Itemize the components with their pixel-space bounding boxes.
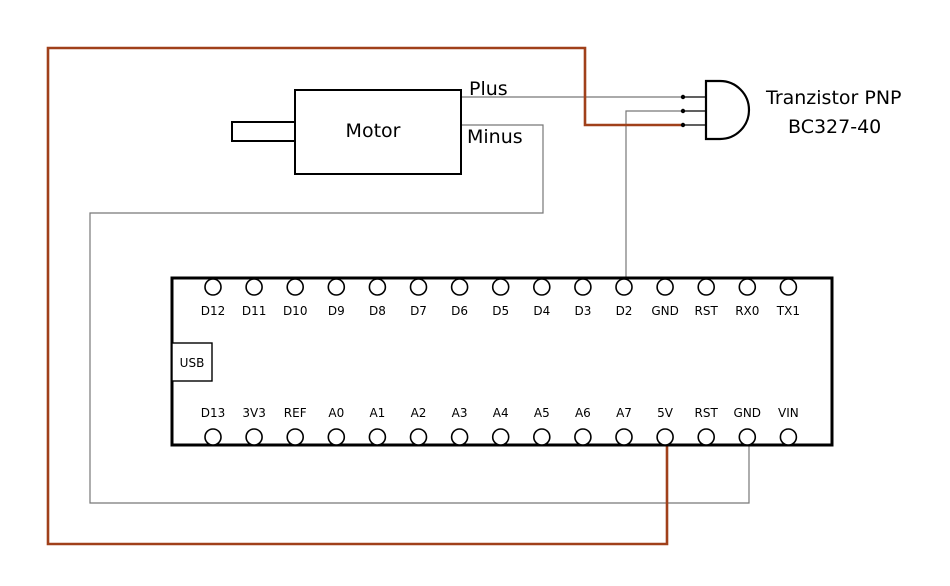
bottom-pin-label: GND [734, 406, 762, 420]
wire-5v-to-transistor [46, 46, 683, 546]
bottom-pin-ref [286, 428, 305, 446]
bottom-pin-label: A0 [328, 406, 344, 420]
top-pin-label: D3 [574, 304, 591, 318]
bottom-pin-d13 [204, 428, 222, 446]
wire-d2-to-transistor [625, 110, 683, 287]
top-pin-d3 [574, 278, 592, 296]
top-pin-label: D5 [492, 304, 509, 318]
motor-body [294, 89, 462, 175]
arduino-board [170, 276, 834, 447]
bottom-pin-gnd [738, 428, 757, 446]
bottom-pin-label: VIN [778, 406, 799, 420]
bottom-pin-5v [656, 428, 674, 446]
top-pin-label: D9 [328, 304, 345, 318]
bottom-pin-a6 [574, 428, 592, 446]
top-pin-d11 [245, 278, 263, 296]
top-pin-d10 [286, 278, 305, 296]
top-pin-d7 [409, 278, 428, 296]
bottom-pin-label: 5V [657, 406, 674, 420]
transistor-label-line2: BC327-40 [788, 116, 881, 138]
top-pin-label: D7 [410, 304, 427, 318]
bottom-pin-label: A7 [616, 406, 632, 420]
top-pin-rst [697, 278, 716, 296]
top-pin-label: D8 [369, 304, 386, 318]
top-pin-label: RX0 [735, 304, 759, 318]
bottom-pin-a5 [532, 428, 551, 446]
bottom-pin-label: A2 [411, 406, 427, 420]
bottom-pin-label: A3 [452, 406, 468, 420]
bottom-pin-label: A1 [369, 406, 385, 420]
usb-label: USB [180, 356, 205, 370]
bottom-pin-a2 [409, 428, 428, 446]
top-pin-d6 [450, 278, 469, 296]
bottom-pin-a4 [491, 428, 510, 446]
bottom-pin-label: A4 [493, 406, 509, 420]
top-pin-d9 [327, 278, 346, 296]
top-pin-label: RST [695, 304, 719, 318]
top-pin-d4 [532, 278, 551, 296]
transistor-label-line1: Tranzistor PNP [765, 87, 902, 109]
motor-minus-label: Minus [467, 126, 523, 148]
top-pin-label: GND [651, 304, 679, 318]
wire-minus-to-gnd [89, 124, 750, 504]
top-pin-gnd [656, 278, 674, 296]
bottom-pin-label: D13 [201, 406, 226, 420]
top-pin-label: D4 [533, 304, 550, 318]
motor-label: Motor [346, 120, 401, 142]
bottom-pin-label: RST [695, 406, 719, 420]
top-pin-label: D11 [242, 304, 267, 318]
top-pin-d2 [615, 278, 633, 296]
bottom-pin-label: 3V3 [242, 406, 265, 420]
motor-plus-label: Plus [469, 78, 508, 100]
top-pin-row: D12 D11 D10 D9 D8 D7 D6 D5 D4 D3 D2 GND RST RX0 TX1 [201, 278, 800, 318]
bottom-pin-a0 [327, 428, 346, 446]
bottom-pin-a1 [368, 428, 387, 446]
motor-shaft [231, 121, 296, 142]
bottom-pin-a7 [615, 428, 633, 446]
transistor-body [704, 79, 751, 141]
top-pin-label: D12 [201, 304, 226, 318]
top-pin-label: D6 [451, 304, 468, 318]
bottom-pin-vin [779, 428, 798, 446]
bottom-pin-row: D13 3V3 REF A0 A1 A2 A3 A4 A5 A6 A7 5V RST GND VIN [201, 406, 799, 446]
bottom-pin-3v3 [245, 428, 263, 446]
bottom-pin-label: A5 [534, 406, 550, 420]
top-pin-label: TX1 [776, 304, 800, 318]
top-pin-d5 [491, 278, 510, 296]
bottom-pin-label: A6 [575, 406, 591, 420]
bottom-pin-label: REF [284, 406, 307, 420]
top-pin-d12 [204, 278, 222, 296]
top-pin-tx1 [779, 278, 798, 296]
top-pin-label: D10 [283, 304, 308, 318]
top-pin-label: D2 [616, 304, 633, 318]
top-pin-rx0 [738, 278, 757, 296]
top-pin-d8 [368, 278, 387, 296]
bottom-pin-rst [697, 428, 716, 446]
bottom-pin-a3 [450, 428, 469, 446]
usb-connector [171, 342, 213, 382]
